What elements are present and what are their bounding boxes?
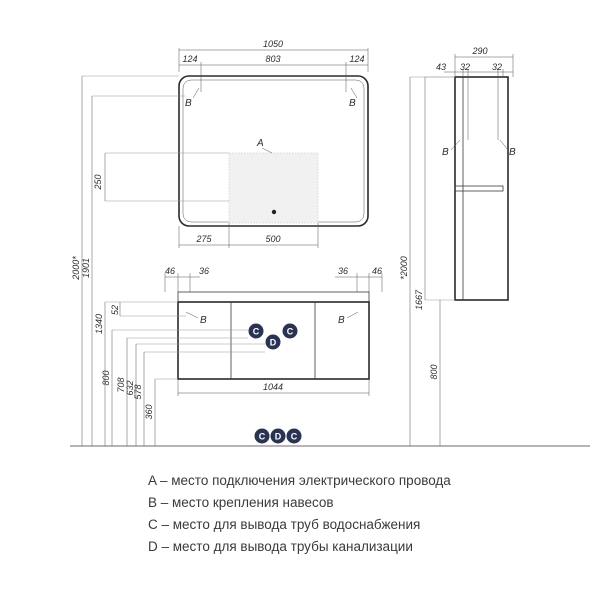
dim-v-578: 578 [133,384,143,399]
vanity-top-dimensions: 46 36 36 46 [164,266,383,292]
vanity-countertop [177,291,370,303]
dim-v-800-right: 800 [429,364,439,379]
dim-mirror-inner: 803 [265,54,280,64]
vanity-bottom-dimension: 1044 [177,379,370,396]
svg-text:D: D [270,338,277,348]
dim-250-bracket: 250 [93,152,229,202]
dim-v-708: 708 [116,377,126,392]
dim-v-2000-right: *2000 [399,256,409,280]
vanity-marker-b-right: B [338,315,345,326]
mirror-marker-b-left: B [185,98,192,109]
dim-mirror-bottom-left: 275 [195,234,212,244]
dim-v-360: 360 [144,404,154,419]
vanity-marker-b-left: B [200,315,207,326]
dim-v-800-left: 800 [101,370,111,385]
floor-badge-d [270,428,286,444]
dim-base-width: 1044 [263,382,283,392]
mirror-top-dimensions: 1050 124 803 124 [178,39,369,92]
left-vertical-dimensions: 2000* 1901 1340 52 800 708 632 578 360 [71,75,265,446]
dim-v-2000-left: 2000* [71,256,81,281]
dim-base-right-outer: 46 [372,266,382,276]
floor-badges: C D C [254,428,302,444]
tall-marker-b-left: B [442,147,449,158]
dim-v-1340: 1340 [94,314,104,334]
mirror: B B A [178,75,369,227]
dim-base-left-inner: 36 [199,266,209,276]
dim-v-1667: 1667 [414,289,424,310]
legend-item-a: A – место подключения электрического про… [148,473,451,488]
dim-base-left-outer: 46 [165,266,175,276]
dim-cabinet-inner-right: 32 [492,62,502,72]
dim-mirror-side-right: 124 [349,54,364,64]
mirror-touch-sensor [271,209,277,215]
dim-cabinet-side: 43 [436,62,446,72]
vanity-cabinet: B B [177,291,370,380]
dim-v-1901: 1901 [81,258,91,278]
svg-text:C: C [291,432,298,442]
floor-badge-c-left [254,428,270,444]
badge-c-left [248,323,264,339]
dim-cabinet-depth: 290 [471,46,487,56]
right-vertical-dimensions: *2000 1667 800 [399,76,455,446]
dim-v-250: 250 [93,174,103,190]
legend-item-d: D – место для вывода трубы канализации [148,539,413,554]
vanity-body [177,301,370,380]
legend-item-c: C – место для вывода труб водоснабжения [148,517,421,532]
dim-v-52: 52 [110,305,120,315]
dim-mirror-bottom-right: 500 [265,234,280,244]
vanity-badges: C C D [248,323,298,350]
dim-v-632: 632 [125,380,135,395]
svg-text:C: C [253,327,260,337]
badge-c-right [282,323,298,339]
svg-text:C: C [287,327,294,337]
dim-cabinet-inner-left: 32 [460,62,470,72]
tall-marker-b-right: B [509,147,516,158]
svg-text:D: D [275,432,282,442]
tall-cabinet: B B [442,76,516,301]
mirror-bottom-dimensions: 275 500 [178,223,319,248]
svg-text:C: C [259,432,266,442]
dim-mirror-width: 1050 [263,39,283,49]
floor-badge-c-right [286,428,302,444]
tall-cabinet-top-dimensions: 290 43 32 32 [436,46,514,140]
mirror-marker-a: A [256,138,264,149]
legend: A – место подключения электрического про… [148,470,588,558]
dim-base-right-inner: 36 [338,266,348,276]
legend-item-b: B – место крепления навесов [148,495,334,510]
badge-d [265,334,281,350]
tall-cabinet-shelf [454,185,504,192]
mirror-outer [178,75,369,227]
dim-mirror-side-left: 124 [182,54,197,64]
mirror-marker-b-right: B [349,98,356,109]
